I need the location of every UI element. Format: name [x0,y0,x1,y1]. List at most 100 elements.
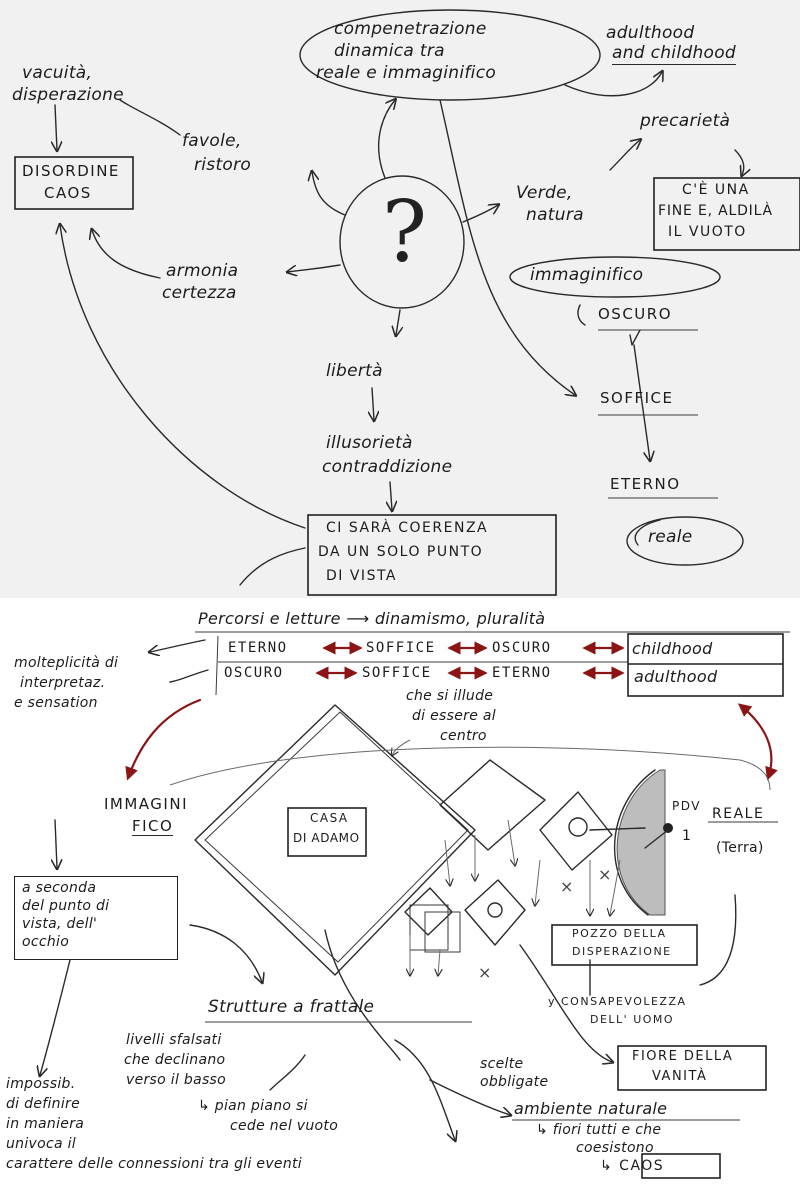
illude-line-1: che si illude [406,688,494,704]
impossib-line-2: di definire [6,1096,80,1112]
impossib-line-4: univoca il [6,1136,76,1152]
compenetrazione-line-2: dinamica tra [334,41,445,61]
diamond-3 [539,791,613,871]
fiore-line-2: VANITÀ [652,1069,708,1084]
ambiente-label: ambiente naturale [514,1099,668,1118]
ristoro-label: ristoro [194,155,252,175]
casa-box [287,807,367,857]
eterno-top-label: ETERNO [610,475,681,493]
consapevolezza-line-2: DELL' UOMO [590,1013,675,1026]
verde-label: Verde, [516,183,573,203]
caos-bottom-label: ↳ CAOS [600,1158,665,1174]
reale-top-label: reale [648,527,693,547]
earth-shape [616,769,666,916]
scelte-line-1: scelte [480,1056,524,1072]
impossib-line-5: carattere delle connessioni tra gli even… [6,1156,302,1172]
main-diamond [194,704,476,976]
childhood-label: and childhood [612,43,737,65]
fiori-line-2: coesistono [576,1140,654,1156]
row2-oscuro: OSCURO [224,665,284,681]
pian-line-1: ↳ pian piano si [198,1098,308,1114]
reale-bottom-label: REALE [712,806,765,822]
soffice-top-label: SOFFICE [600,389,674,407]
pozzo-box [551,924,698,966]
disordine-label: DISORDINE [22,162,120,180]
liberta-label: libertà [326,361,383,381]
seconda-line-1: a seconda [22,880,97,896]
livelli-line-1: livelli sfalsati [126,1032,222,1048]
natura-label: natura [526,205,584,225]
caos-box [641,1153,721,1179]
seconda-line-2: del punto di [22,898,110,914]
casa-line-1: CASA [310,811,349,825]
casa-line-2: DI ADAMO [293,831,360,845]
livelli-line-3: verso il basso [126,1072,227,1088]
disperazione-label: disperazione [12,85,124,105]
adulthood-label: adulthood [606,23,695,43]
immaginifico-ellipse [509,256,721,298]
favole-label: favole, [182,131,242,151]
fiori-line-1: ↳ fiori tutti e che [536,1122,662,1138]
certezza-label: certezza [162,283,237,303]
row2-eterno: ETERNO [492,665,552,681]
precarieta-label: precarietà [640,111,731,131]
pdv-label: PDV [672,799,701,813]
disordine-box [14,156,134,210]
armonia-label: armonia [166,261,239,281]
impossib-line-3: in maniera [6,1116,85,1132]
livelli-line-2: che declinano [124,1052,226,1068]
coerenza-line-3: DI VISTA [326,568,397,584]
pozzo-line-2: DISPERAZIONE [572,945,672,958]
center-question-mark: ? [382,183,428,281]
compenetrazione-line-1: compenetrazione [334,19,487,39]
row2-soffice: SOFFICE [362,665,432,681]
contraddizione-label: contraddizione [322,457,453,477]
childhood-box [627,633,784,697]
row1-eterno: ETERNO [228,640,288,656]
a-seconda-box [14,876,178,960]
svg-text:×: × [598,865,611,884]
scelte-line-2: obbligate [480,1074,549,1090]
fine-line-1: C'È UNA [682,182,750,198]
molteplicita-line-3: e sensation [14,695,98,711]
terra-label: (Terra) [716,840,764,856]
caos-label: CAOS [44,184,92,202]
coerenza-line-1: CI SARÀ COERENZA [326,520,489,536]
diamond-2 [439,759,546,851]
fine-line-3: IL VUOTO [668,224,747,240]
adulthood-bottom-label: adulthood [634,667,718,686]
strutture-label: Strutture a frattale [208,997,375,1017]
illude-line-2: di essere al [412,708,496,724]
diamond-4 [464,879,526,946]
fine-line-2: FINE E, ALDILÀ [658,203,773,219]
childhood-bottom-label: childhood [632,639,713,658]
row1-oscuro: OSCURO [492,640,552,656]
diamond-5 [404,887,453,936]
immaginifico-bottom-line-2: FICO [132,817,174,837]
vacuita-label: vacuità, [22,63,93,83]
compenetrazione-line-3: reale e immaginifico [316,63,497,83]
seconda-line-3: vista, dell' [22,916,98,932]
immaginifico-bottom-line-1: IMMAGINI [104,795,188,813]
compenetrazione-ellipse [299,9,601,101]
coerenza-box [307,514,557,596]
oscuro-top-label: OSCURO [598,305,673,323]
molteplicita-line-2: interpretaz. [20,675,106,691]
fiore-box [617,1045,767,1091]
impossib-line-1: impossib. [6,1076,76,1092]
percorsi-title: Percorsi e letture ⟶ dinamismo, pluralit… [198,609,546,628]
reale-ellipse [626,516,744,566]
row1-soffice: SOFFICE [366,640,436,656]
coerenza-line-2: DA UN SOLO PUNTO [318,544,484,560]
center-circle [339,175,465,309]
svg-text:×: × [560,877,573,896]
pian-line-2: cede nel vuoto [230,1118,339,1134]
pozzo-line-1: POZZO DELLA [572,927,667,940]
molteplicita-line-1: molteplicità di [14,655,119,671]
seconda-line-4: occhio [22,934,70,950]
illude-line-3: centro [440,728,487,744]
consapevolezza-line-1: y CONSAPEVOLEZZA [548,995,687,1008]
pdv-number: 1 [682,828,693,844]
